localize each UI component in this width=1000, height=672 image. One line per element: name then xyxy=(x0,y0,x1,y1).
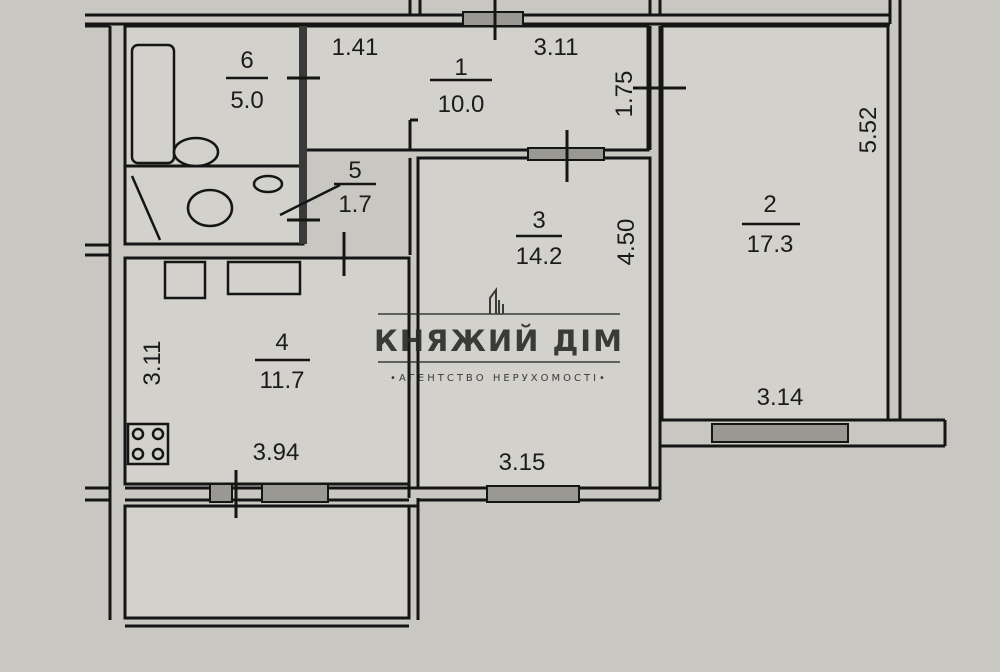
dim-kitchen-width: 3.94 xyxy=(253,439,300,466)
bathtub xyxy=(130,43,176,165)
watermark-tagline: •АГЕНТСТВО НЕРУХОМОСТІ• xyxy=(390,373,608,384)
door-marks xyxy=(234,0,686,518)
dim-room2-width: 3.14 xyxy=(757,384,804,411)
room-2-number: 2 xyxy=(763,191,776,218)
dim-hall-depth: 1.75 xyxy=(611,71,638,118)
room-4-number: 4 xyxy=(275,329,288,356)
room-4-area: 11.7 xyxy=(260,367,305,394)
balcony xyxy=(123,504,411,620)
room-3-number: 3 xyxy=(532,207,545,234)
watermark-name: КНЯЖИЙ ДІМ xyxy=(374,324,624,358)
fixtures xyxy=(126,43,341,466)
room-5-number: 5 xyxy=(348,157,361,184)
dim-room3-length: 4.50 xyxy=(613,219,640,266)
toilet xyxy=(186,188,234,228)
kitchen-counter xyxy=(163,260,207,300)
room-1-hall xyxy=(301,24,650,152)
watermark-logo: КНЯЖИЙ ДІМ •АГЕНТСТВО НЕРУХОМОСТІ• xyxy=(374,287,624,384)
room-2-area: 17.3 xyxy=(747,231,794,258)
dim-room3-width: 3.15 xyxy=(499,449,546,476)
room-6-number: 6 xyxy=(240,47,253,74)
room-6-area: 5.0 xyxy=(230,87,263,114)
dim-room2-length: 5.52 xyxy=(855,107,882,154)
windows xyxy=(209,11,849,503)
room-3-area: 14.2 xyxy=(516,243,563,270)
wall-lines xyxy=(85,24,947,628)
building-logo-icon xyxy=(489,287,504,314)
room-1-number: 1 xyxy=(454,54,467,81)
sink xyxy=(172,136,220,168)
fraction-bars xyxy=(226,76,800,362)
room-5-area: 1.7 xyxy=(338,191,371,218)
dim-hall-length: 3.11 xyxy=(534,34,579,61)
dim-hall-width: 1.41 xyxy=(332,34,379,61)
room-3 xyxy=(416,156,652,490)
room-1-area: 10.0 xyxy=(438,91,485,118)
dim-kitchen-length: 3.11 xyxy=(139,341,166,386)
